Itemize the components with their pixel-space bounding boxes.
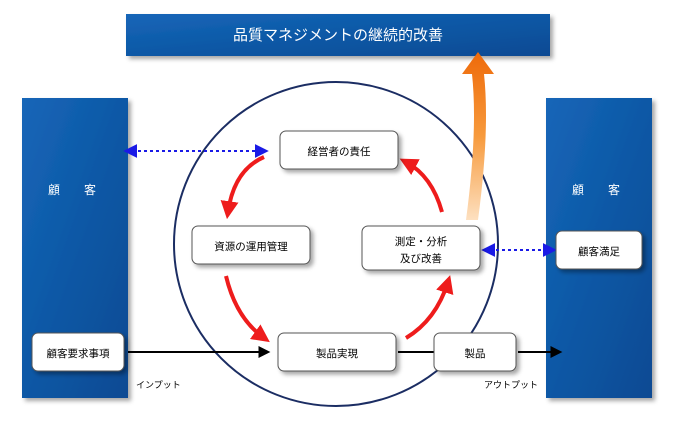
output-label: アウトプット bbox=[484, 380, 538, 391]
customer-right-label: 顧 客 bbox=[572, 182, 626, 197]
cycle-arrow-resource-to-realization bbox=[224, 275, 270, 343]
node-resource: 資源の運用管理 bbox=[191, 225, 311, 265]
node-satisfaction: 顧客満足 bbox=[555, 230, 643, 270]
cycle-arrows bbox=[220, 155, 454, 343]
title-banner: 品質マネジメントの継続的改善 bbox=[126, 14, 550, 56]
node-realization: 製品実現 bbox=[277, 332, 397, 372]
cycle-arrow-realization-to-measurement bbox=[404, 275, 454, 340]
input-label: インプット bbox=[136, 380, 181, 391]
node-satisfaction-label: 顧客満足 bbox=[578, 245, 620, 258]
node-management: 経営者の責任 bbox=[279, 130, 399, 170]
title-box bbox=[126, 14, 550, 56]
node-requirements-label: 顧客要求事項 bbox=[47, 347, 110, 360]
node-measurement-label-2: 及び改善 bbox=[400, 252, 442, 265]
node-product: 製品 bbox=[433, 332, 517, 372]
node-resource-label: 資源の運用管理 bbox=[214, 240, 288, 253]
improvement-arrow bbox=[462, 52, 494, 220]
node-requirements: 顧客要求事項 bbox=[31, 332, 125, 372]
node-product-label: 製品 bbox=[465, 347, 486, 360]
node-measurement: 測定・分析 及び改善 bbox=[361, 225, 481, 271]
node-realization-label: 製品実現 bbox=[316, 347, 358, 360]
title-text: 品質マネジメントの継続的改善 bbox=[233, 26, 443, 44]
customer-left-label: 顧 客 bbox=[48, 182, 102, 197]
node-measurement-label-1: 測定・分析 bbox=[395, 235, 448, 248]
node-management-label: 経営者の責任 bbox=[308, 145, 371, 158]
cycle-arrow-measurement-to-management bbox=[399, 158, 444, 213]
cycle-arrow-management-to-resource bbox=[220, 155, 265, 220]
